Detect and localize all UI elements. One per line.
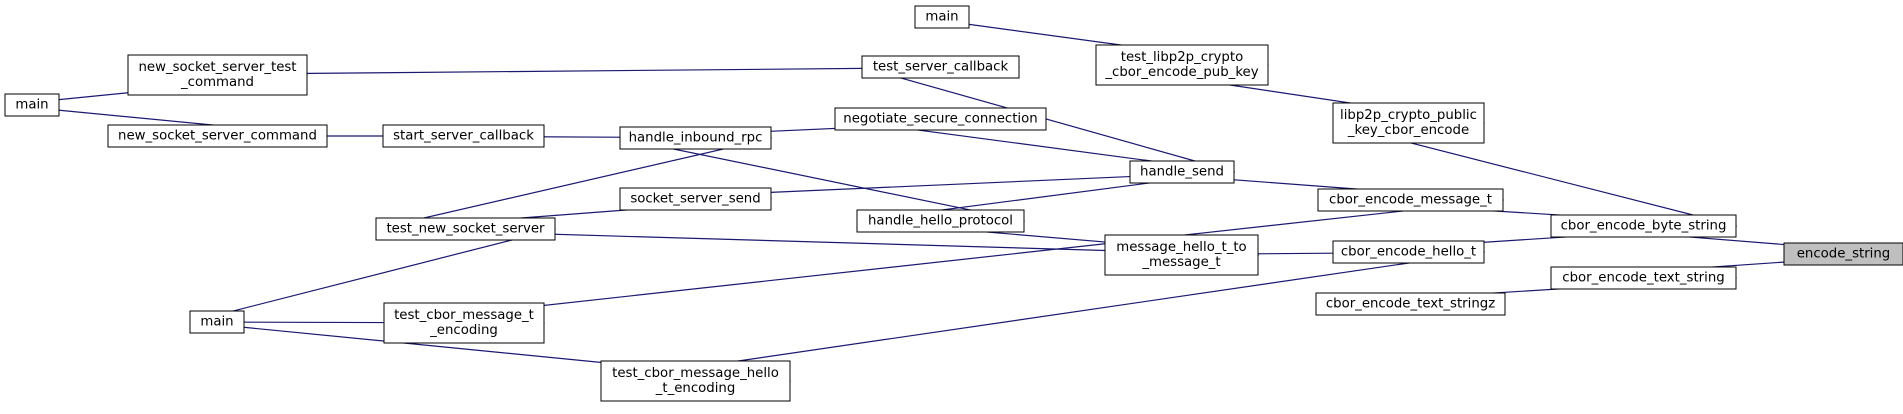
- node-box[interactable]: [1332, 102, 1485, 144]
- function-node-test-cbor-message-t-encoding[interactable]: test_cbor_message_t_encoding: [383, 302, 545, 344]
- node-label: cbor_encode_text_string: [1562, 271, 1724, 286]
- function-node-test-new-socket-server[interactable]: test_new_socket_server: [375, 217, 556, 241]
- function-node-negotiate-secure-connection[interactable]: negotiate_secure_connection: [834, 107, 1047, 131]
- node-box[interactable]: [1095, 44, 1269, 86]
- function-node-cbor-encode-hello-t[interactable]: cbor_encode_hello_t: [1332, 240, 1485, 264]
- node-label: handle_send: [1140, 165, 1224, 180]
- node-box[interactable]: [1550, 266, 1737, 290]
- node-box[interactable]: [834, 107, 1047, 131]
- call-edge-test-cbor-message-t-encoding-to-cbor-encode-message-t: [383, 195, 1505, 324]
- function-node-main-left[interactable]: main: [4, 93, 60, 117]
- node-label: main: [15, 98, 48, 113]
- node-box[interactable]: [189, 310, 245, 334]
- node-label: test_libp2p_crypto: [1121, 50, 1243, 65]
- node-box[interactable]: [127, 54, 308, 96]
- node-box[interactable]: [619, 187, 772, 211]
- function-node-cbor-encode-message-t[interactable]: cbor_encode_message_t: [1317, 188, 1504, 212]
- function-node-test-libp2p-crypto-cbor-encode-pub-key[interactable]: test_libp2p_crypto_cbor_encode_pub_key: [1095, 44, 1269, 86]
- nodes-layer: encode_stringcbor_encode_byte_stringcbor…: [4, 5, 1903, 402]
- node-label: socket_server_send: [630, 192, 760, 207]
- node-label: cbor_encode_message_t: [1329, 193, 1492, 208]
- node-label: test_new_socket_server: [386, 222, 545, 237]
- function-node-encode-string[interactable]: encode_string: [1783, 242, 1903, 266]
- node-box[interactable]: [1332, 240, 1485, 264]
- node-label: cbor_encode_text_stringz: [1326, 297, 1495, 312]
- function-node-cbor-encode-byte-string[interactable]: cbor_encode_byte_string: [1550, 214, 1737, 238]
- function-node-libp2p-crypto-public-key-cbor-encode[interactable]: libp2p_crypto_public_key_cbor_encode: [1332, 102, 1485, 144]
- node-label: handle_inbound_rpc: [629, 131, 763, 146]
- node-label: test_cbor_message_hello: [612, 366, 779, 381]
- function-node-new-socket-server-test-command[interactable]: new_socket_server_test_command: [127, 54, 308, 96]
- node-label: _t_encoding: [655, 381, 736, 396]
- node-label: main: [200, 315, 233, 330]
- node-label: _command: [180, 75, 254, 90]
- node-box[interactable]: [1104, 234, 1259, 276]
- node-box[interactable]: [4, 93, 60, 117]
- function-node-test-cbor-message-hello-t-encoding[interactable]: test_cbor_message_hello_t_encoding: [600, 360, 791, 402]
- call-edge-test-server-callback-to-handle-send: [861, 66, 1236, 175]
- function-node-socket-server-send[interactable]: socket_server_send: [619, 187, 772, 211]
- node-box[interactable]: [1315, 292, 1506, 316]
- node-label: test_cbor_message_t: [394, 308, 534, 323]
- node-label: test_server_callback: [873, 60, 1009, 75]
- function-node-cbor-encode-text-string[interactable]: cbor_encode_text_string: [1550, 266, 1737, 290]
- node-label: new_socket_server_test: [138, 60, 296, 75]
- node-box[interactable]: [382, 124, 545, 148]
- function-node-main-bottom[interactable]: main: [189, 310, 245, 334]
- node-box[interactable]: [1783, 242, 1903, 266]
- node-label: negotiate_secure_connection: [843, 112, 1037, 127]
- node-label: start_server_callback: [393, 129, 534, 144]
- node-box[interactable]: [375, 217, 556, 241]
- function-node-main-top[interactable]: main: [914, 5, 970, 29]
- node-label: handle_hello_protocol: [868, 214, 1013, 229]
- node-label: _key_cbor_encode: [1347, 123, 1469, 138]
- node-label: encode_string: [1797, 247, 1891, 262]
- node-box[interactable]: [600, 360, 791, 402]
- function-node-start-server-callback[interactable]: start_server_callback: [382, 124, 545, 148]
- node-box[interactable]: [856, 209, 1025, 233]
- node-label: _encoding: [429, 323, 498, 338]
- node-box[interactable]: [107, 124, 328, 148]
- function-node-message-hello-t-to-message-t[interactable]: message_hello_t_to_message_t: [1104, 234, 1259, 276]
- node-box[interactable]: [619, 126, 772, 150]
- node-label: cbor_encode_hello_t: [1341, 245, 1476, 260]
- node-label: _message_t: [1141, 255, 1220, 270]
- node-label: message_hello_t_to: [1116, 240, 1246, 255]
- call-edge-main-bottom-to-test-new-socket-server: [189, 226, 557, 323]
- function-node-handle-send[interactable]: handle_send: [1129, 160, 1235, 184]
- node-box[interactable]: [861, 55, 1020, 79]
- call-edge-test-new-socket-server-to-handle-inbound-rpc: [375, 134, 773, 230]
- function-node-handle-hello-protocol[interactable]: handle_hello_protocol: [856, 209, 1025, 233]
- node-box[interactable]: [383, 302, 545, 344]
- function-node-test-server-callback[interactable]: test_server_callback: [861, 55, 1020, 79]
- node-label: _cbor_encode_pub_key: [1104, 65, 1258, 80]
- node-label: new_socket_server_command: [118, 129, 317, 144]
- node-box[interactable]: [1550, 214, 1737, 238]
- function-node-new-socket-server-command[interactable]: new_socket_server_command: [107, 124, 328, 148]
- call-edge-test-cbor-message-hello-t-encoding-to-cbor-encode-hello-t: [600, 248, 1486, 382]
- node-box[interactable]: [1129, 160, 1235, 184]
- node-box[interactable]: [1317, 188, 1504, 212]
- node-label: cbor_encode_byte_string: [1561, 219, 1727, 234]
- node-label: main: [925, 10, 958, 25]
- function-node-handle-inbound-rpc[interactable]: handle_inbound_rpc: [619, 126, 772, 150]
- node-label: libp2p_crypto_public: [1340, 108, 1477, 123]
- function-node-cbor-encode-text-stringz[interactable]: cbor_encode_text_stringz: [1315, 292, 1506, 316]
- node-box[interactable]: [914, 5, 970, 29]
- call-edge-handle-inbound-rpc-to-handle-hello-protocol: [619, 137, 1026, 225]
